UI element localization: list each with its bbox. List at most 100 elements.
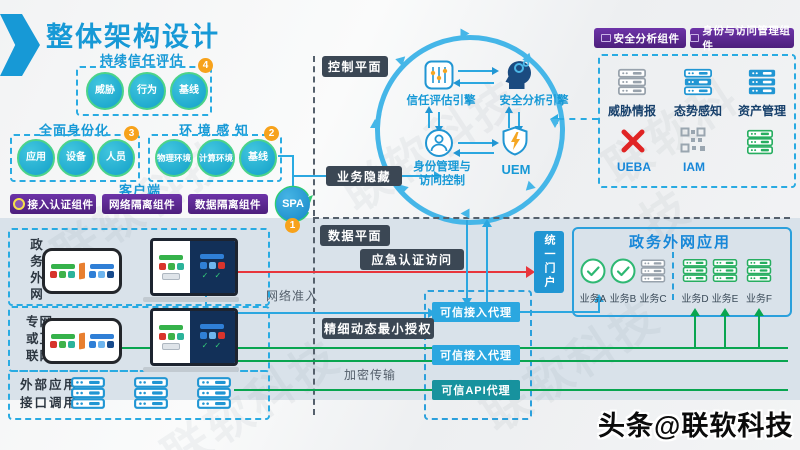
laptop-illustration: ✓ ✓	[143, 238, 239, 302]
personal-apps-icons	[50, 334, 75, 348]
encrypted-transfer-text: 加密传输	[344, 368, 397, 382]
network-isolation-label: 网络隔离组件	[109, 198, 175, 211]
monitor-icon	[690, 34, 700, 42]
trust-node-threat: 威胁	[86, 72, 124, 110]
external-server-icon	[133, 376, 169, 410]
title-chevron-decoration	[0, 14, 40, 76]
ring-arrow-icon	[550, 119, 560, 128]
connector-dashed	[558, 118, 598, 120]
env-group-box	[148, 134, 282, 182]
identity-mgmt-line2: 访问控制	[419, 174, 465, 187]
service-a-label: 业务A	[579, 294, 607, 305]
services-divider	[672, 252, 674, 300]
situational-awareness-server-icon	[683, 68, 713, 96]
workspace-divider-icon	[79, 262, 85, 280]
arrowhead	[754, 308, 764, 316]
identity-mgmt-line1: 身份管理与	[413, 161, 471, 173]
service-f-server-icon	[746, 257, 772, 284]
network-access-text: 网络准入	[266, 289, 319, 303]
service-hiding-label: 业务隐藏	[326, 166, 402, 186]
data-plane-left-border	[313, 217, 315, 415]
network-isolation-component-button: 网络隔离组件	[102, 194, 182, 214]
external-server-icon	[196, 376, 232, 410]
gov-extranet-label: 政务外网	[28, 238, 42, 304]
connector	[458, 142, 492, 144]
uem-label: UEM	[501, 162, 531, 177]
trust-engine-label: 信任评估引擎	[406, 95, 476, 107]
external-api-line1: 外部应用	[20, 378, 79, 392]
control-plane-divider	[313, 56, 315, 216]
env-node-physical: 物理环境	[155, 139, 193, 177]
arrowhead	[526, 266, 535, 278]
data-plane-label: 数据平面	[320, 225, 390, 246]
arrowhead	[434, 171, 442, 181]
trusted-access-proxy-1: 可信接入代理	[432, 302, 520, 322]
connector	[486, 226, 488, 302]
uem-shield-icon	[502, 126, 528, 156]
situational-awareness-label: 态势感知	[673, 104, 722, 118]
service-e-server-icon	[712, 257, 738, 284]
identity-node-app: 应用	[17, 139, 55, 177]
connector	[292, 155, 294, 188]
connector	[724, 316, 726, 347]
badge-3: 3	[124, 126, 139, 141]
arrowhead	[550, 114, 558, 124]
connector	[694, 316, 696, 347]
external-api-line2: 接口调用	[20, 395, 79, 410]
control-plane-label: 控制平面	[322, 56, 388, 77]
trust-group-title: 持续信任评估	[99, 53, 184, 68]
env-node-compute: 计算环境	[197, 139, 235, 177]
arrowhead	[492, 139, 499, 147]
arrowhead	[453, 149, 460, 157]
connector	[460, 82, 494, 84]
network-access-line	[205, 312, 431, 314]
arrowhead	[720, 308, 730, 316]
data-plane-background-band	[0, 218, 800, 400]
service-f-label: 业务F	[745, 294, 773, 305]
iam-component-label: 身份与访问管理组件	[702, 25, 791, 52]
secure-workspace-icons: ✓ ✓	[189, 241, 235, 293]
arrowhead	[594, 294, 604, 302]
service-d-server-icon	[682, 257, 708, 284]
analysis-engine-label: 安全分析引擎	[499, 95, 569, 107]
threat-intel-label: 威胁情报	[607, 104, 656, 118]
connector	[438, 112, 440, 128]
secure-apps-icons	[89, 334, 114, 348]
phone-illustration	[42, 248, 122, 294]
phone-illustration	[42, 318, 122, 364]
connector	[758, 316, 760, 347]
connector	[428, 112, 430, 128]
unified-portal: 统一门户	[534, 231, 564, 293]
access-auth-component-button: 接入认证组件	[10, 194, 96, 214]
arrowhead	[453, 79, 460, 87]
service-d-label: 业务D	[681, 294, 709, 305]
identity-mgmt-label: 身份管理与 访问控制	[396, 161, 488, 189]
connector	[598, 301, 600, 312]
gov-apps-box	[572, 227, 792, 317]
threat-intel-server-icon	[617, 68, 647, 96]
identity-mgmt-person-icon	[424, 128, 454, 158]
personal-workspace-icons	[153, 241, 190, 293]
badge-2: 2	[264, 126, 279, 141]
connector	[520, 311, 600, 313]
connector	[518, 112, 520, 128]
ueba-x-icon	[620, 128, 646, 154]
external-api-label: 外部应用 接口调用	[20, 377, 78, 412]
connector	[466, 220, 468, 302]
analysis-engine-head-icon	[500, 56, 534, 90]
iam-label: IAM	[683, 160, 705, 174]
service-b-label: 业务B	[609, 294, 637, 305]
identity-node-device: 设备	[57, 139, 95, 177]
personal-workspace-icons	[153, 311, 190, 363]
iam-qr-icon	[680, 127, 706, 153]
fine-grained-auth-label: 精细动态最小授权	[322, 318, 434, 339]
connector	[508, 112, 510, 128]
trust-group-box	[76, 66, 212, 116]
gov-apps-title: 政务外网应用	[628, 234, 731, 251]
secure-apps-icons	[89, 264, 114, 278]
data-plane-top-border	[313, 217, 790, 219]
emergency-auth-label: 应急认证访问	[360, 249, 464, 270]
arrowhead	[492, 67, 499, 75]
analysis-panel-box	[598, 54, 796, 188]
laptop-illustration: ✓ ✓	[143, 308, 239, 372]
